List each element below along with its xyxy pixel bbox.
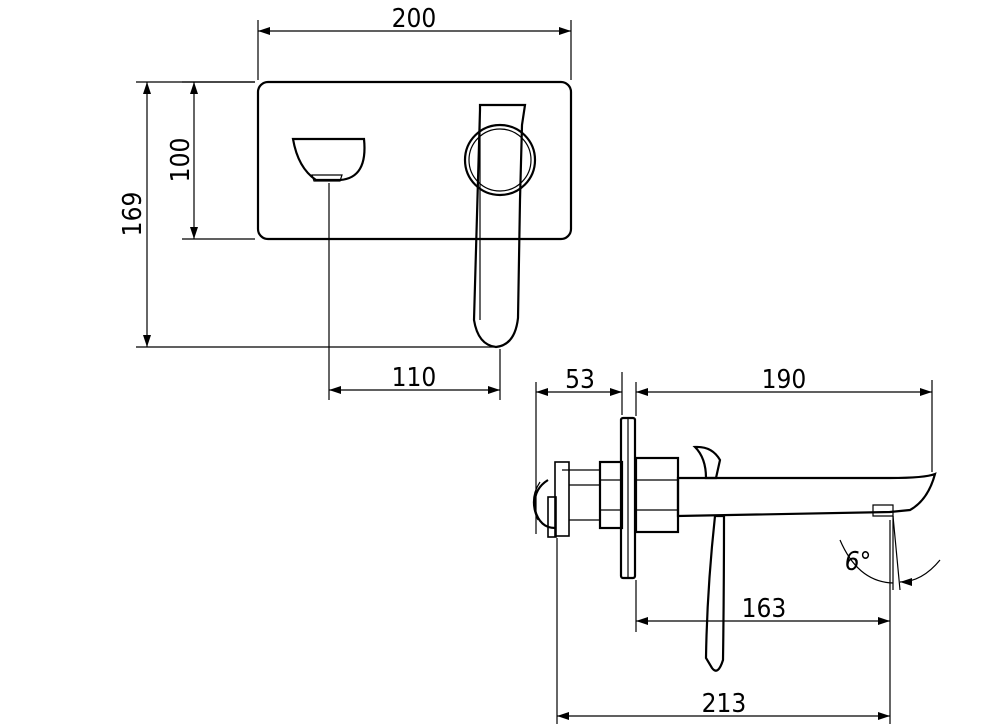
front-view (256, 80, 573, 349)
side-lever-top (692, 445, 722, 480)
front-spout-outlet (291, 137, 366, 182)
side-lever-blade (704, 514, 726, 672)
dim-front-plate-height: 100 (166, 81, 255, 240)
dim-label-110: 110 (392, 363, 437, 393)
dim-label-163: 163 (742, 594, 787, 624)
dim-label-100: 100 (166, 138, 196, 183)
side-view (532, 416, 937, 672)
side-valve-body (598, 460, 624, 530)
front-backplate (256, 80, 573, 241)
dim-label-169: 169 (118, 192, 148, 237)
side-spout (676, 472, 937, 518)
dim-label-190: 190 (762, 365, 807, 395)
dim-label-213: 213 (702, 689, 747, 719)
dim-front-total-height: 169 (118, 81, 494, 348)
dim-front-spout-offset: 110 (328, 183, 501, 400)
dim-spout-angle: 6° (839, 515, 941, 591)
dim-side-total-length: 213 (556, 538, 891, 724)
dim-label-200: 200 (392, 4, 437, 34)
side-front-nut (634, 456, 680, 534)
dim-label-angle: 6° (845, 547, 872, 577)
front-lever-handle (472, 103, 527, 349)
dim-side-spout-reach: 163 (635, 520, 891, 632)
dim-label-53: 53 (565, 365, 595, 395)
dim-front-width: 200 (257, 4, 572, 80)
dim-side-depth: 53 (535, 365, 623, 534)
front-lever-ring (463, 123, 537, 197)
dim-side-spout-length: 190 (635, 365, 933, 472)
